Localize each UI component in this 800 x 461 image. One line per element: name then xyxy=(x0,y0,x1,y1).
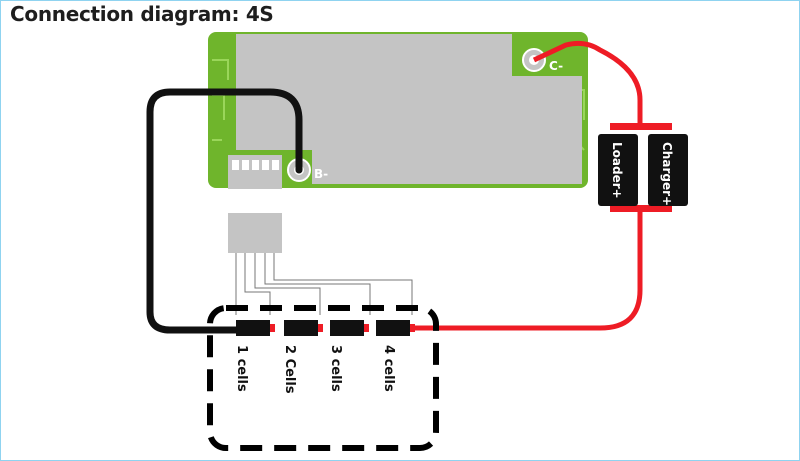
balance-leads xyxy=(235,253,413,315)
battery-pack-outline xyxy=(207,305,439,451)
cell-3-terminal xyxy=(364,324,369,332)
board-connector-pins xyxy=(232,160,279,170)
diagram-title: Connection diagram: 4S xyxy=(10,2,274,26)
bms-board: B- C- xyxy=(208,32,588,189)
cell-2-terminal xyxy=(318,324,323,332)
red-wire-battery-plus xyxy=(410,205,643,331)
cell-1-label: 1 cells xyxy=(234,345,249,392)
pad-c-label: C- xyxy=(549,59,563,73)
cell-3-label: 3 cells xyxy=(328,345,343,392)
cell-3-body xyxy=(330,320,364,336)
charger-label: Charger+ xyxy=(660,142,674,206)
cell-1-terminal xyxy=(270,324,275,332)
block-top-bar xyxy=(610,123,672,130)
cell-2 xyxy=(284,320,323,336)
pcb-face xyxy=(236,34,582,184)
charger-box xyxy=(648,134,688,206)
black-wire xyxy=(146,88,303,334)
block-bottom-bar xyxy=(610,205,672,212)
cell-4-body xyxy=(376,320,410,336)
cell-1-body xyxy=(236,320,270,336)
cell-1 xyxy=(236,320,275,336)
cell-4-terminal xyxy=(410,324,415,332)
loader-label: Loader+ xyxy=(610,142,624,199)
cell-4 xyxy=(376,320,415,336)
cell-4-label: 4 cells xyxy=(381,345,396,392)
pad-b-label: B- xyxy=(314,167,328,181)
cell-2-body xyxy=(284,320,318,336)
balance-plug xyxy=(228,213,282,253)
cell-3 xyxy=(330,320,369,336)
cell-2-label: 2 Cells xyxy=(282,345,297,394)
load-charger-block: Loader+ Charger+ xyxy=(598,123,688,212)
loader-box xyxy=(598,134,638,206)
red-wire-c-minus xyxy=(532,40,643,130)
